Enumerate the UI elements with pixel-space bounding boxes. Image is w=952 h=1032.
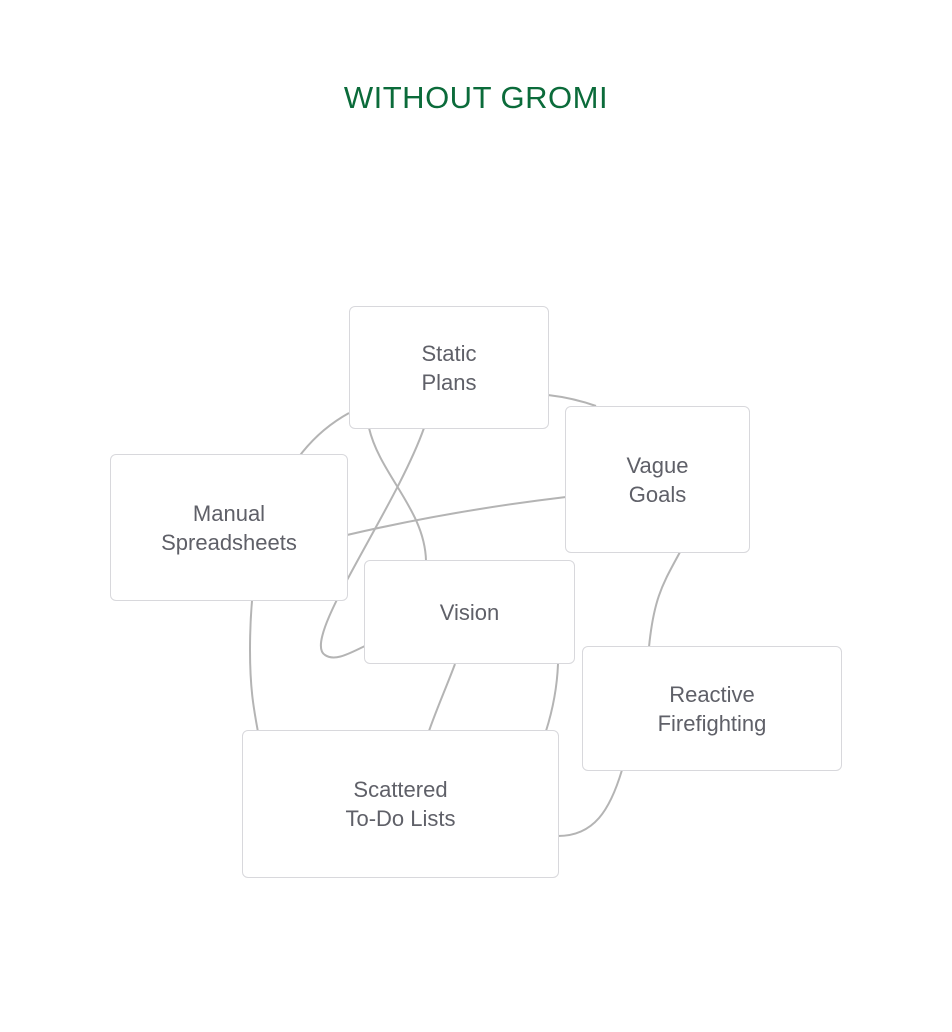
edge-static-to-vision-top <box>368 427 427 562</box>
node-manual-spreadsheets: Manual Spreadsheets <box>110 454 348 601</box>
diagram-title: WITHOUT GROMI <box>343 80 609 115</box>
node-vague-goals: Vague Goals <box>565 406 750 553</box>
node-static-plans: Static Plans <box>349 306 549 429</box>
edge-static-to-vision-loop <box>319 427 425 659</box>
edge-static-to-vague <box>547 394 597 407</box>
node-vision: Vision <box>364 560 575 664</box>
edge-manual-to-vague <box>346 496 567 536</box>
edge-reactive-to-scattered <box>557 769 623 837</box>
node-scattered-todo-lists: Scattered To-Do Lists <box>242 730 559 878</box>
edge-vision-to-scattered-2 <box>545 663 559 732</box>
node-reactive-firefighting: Reactive Firefighting <box>582 646 842 771</box>
edge-vague-to-reactive <box>648 551 681 648</box>
edge-vision-to-scattered-1 <box>428 663 456 732</box>
